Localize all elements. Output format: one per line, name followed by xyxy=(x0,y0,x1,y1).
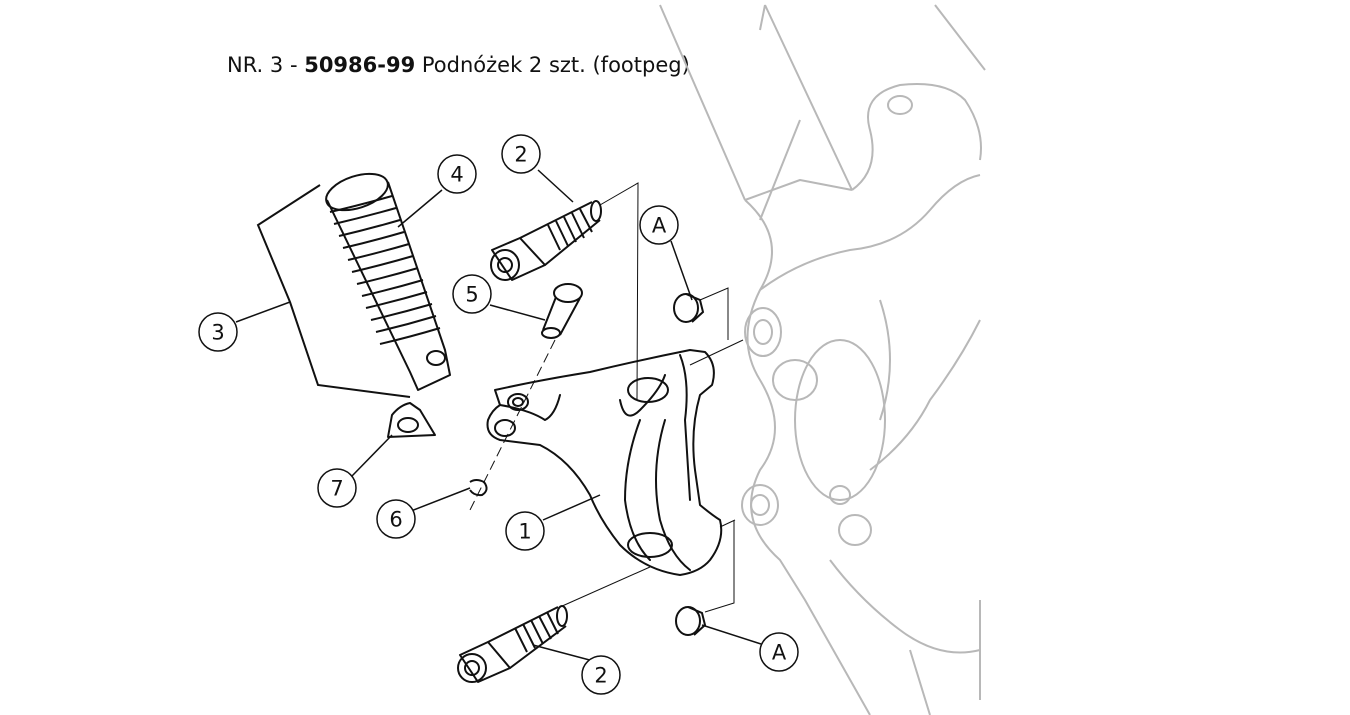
bolt-bottom xyxy=(457,605,568,683)
footpeg-rubber xyxy=(325,172,451,391)
callout-5-label: 5 xyxy=(465,283,478,307)
callout-6: 6 xyxy=(376,499,416,539)
callout-5: 5 xyxy=(452,274,492,314)
title-suffix: Podnóżek 2 szt. (footpeg) xyxy=(415,53,690,77)
callout-1-label: 1 xyxy=(518,520,531,544)
callout-3-label: 3 xyxy=(211,321,224,345)
callout-2-bottom: 2 xyxy=(581,655,621,695)
callout-a-bottom: A xyxy=(759,632,799,672)
footpeg-bracket xyxy=(486,349,723,576)
retaining-clip xyxy=(469,479,488,497)
callout-2-top-label: 2 xyxy=(514,143,527,167)
callout-2-bottom-label: 2 xyxy=(594,664,607,688)
callout-a-bottom-label: A xyxy=(772,641,787,665)
callout-a-top: A xyxy=(639,205,679,245)
callout-1: 1 xyxy=(505,511,545,551)
frame-background xyxy=(659,4,986,715)
callout-a-top-label: A xyxy=(652,214,667,238)
diagram-title: NR. 3 - 50986-99 Podnóżek 2 szt. (footpe… xyxy=(227,53,690,77)
callout-3: 3 xyxy=(198,312,238,352)
clevis-pin xyxy=(541,283,583,339)
washer xyxy=(387,402,436,438)
plug-top xyxy=(673,293,705,323)
title-part-number: 50986-99 xyxy=(304,53,416,77)
bolt-top xyxy=(490,200,602,281)
callout-7-label: 7 xyxy=(330,477,343,501)
callout-7: 7 xyxy=(317,468,357,508)
callouts: 1 2 2 3 4 5 6 7 xyxy=(198,134,799,695)
title-prefix: NR. 3 - xyxy=(227,53,305,77)
callout-2-top: 2 xyxy=(501,134,541,174)
callout-4-label: 4 xyxy=(450,163,463,187)
callout-6-label: 6 xyxy=(389,508,402,532)
plug-bottom xyxy=(675,606,707,636)
leader-lines xyxy=(235,169,762,668)
callout-4: 4 xyxy=(437,154,477,194)
assembly-lines xyxy=(469,182,744,613)
